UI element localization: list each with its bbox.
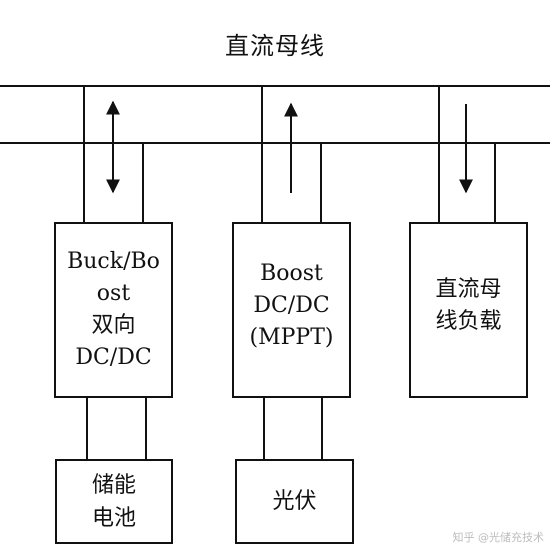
- block-line: (MPPT): [249, 324, 334, 350]
- block-line: 线负载: [435, 308, 502, 334]
- dc-bus-title: 直流母线: [225, 32, 325, 60]
- block-line: DC/DC: [75, 344, 152, 370]
- block-line: Boost: [260, 261, 323, 286]
- boost-mppt-converter-block: Boost DC/DC (MPPT): [232, 222, 351, 398]
- dc-bus-load-block: 直流母 线负载: [409, 222, 528, 398]
- block-line: 双向: [91, 313, 136, 338]
- block-line: 储能: [91, 472, 136, 498]
- block-line: DC/DC: [253, 292, 330, 318]
- block-line: ost: [96, 281, 131, 307]
- buck-boost-converter-block: Buck/Bo ost 双向 DC/DC: [54, 222, 173, 398]
- pv-block: 光伏: [235, 459, 354, 544]
- watermark: 知乎 @光储充技术: [452, 531, 545, 544]
- block-line: 直流母: [435, 277, 502, 302]
- storage-battery-block: 储能 电池: [55, 459, 173, 544]
- block-line: 光伏: [272, 488, 317, 514]
- block-line: 电池: [91, 505, 136, 531]
- block-line: Buck/Bo: [67, 249, 160, 275]
